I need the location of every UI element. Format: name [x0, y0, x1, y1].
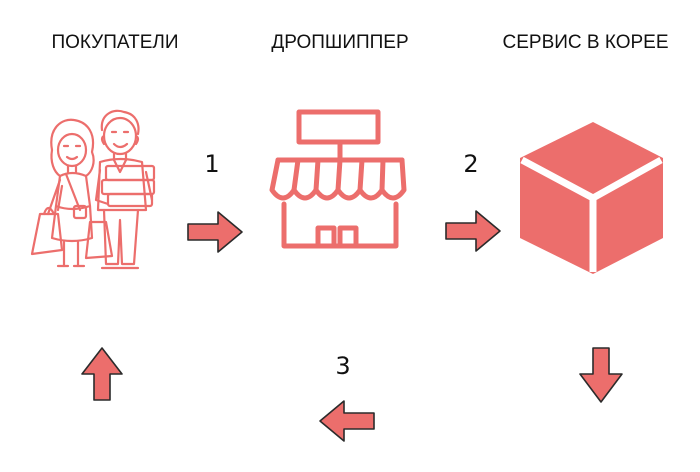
storefront-icon [269, 109, 407, 249]
arrow-left-3-icon [319, 400, 375, 442]
shoppers-couple-icon [30, 109, 156, 270]
service-label: СЕРВИС В КОРЕЕ [502, 32, 669, 53]
arrow-up-icon [81, 347, 123, 401]
step-number-2: 2 [463, 150, 479, 178]
arrow-down-icon [579, 347, 623, 403]
arrow-right-1-icon [187, 211, 243, 253]
step-number-3: 3 [335, 352, 351, 380]
dropshipper-label: ДРОПШИППЕР [271, 32, 409, 53]
buyers-label: ПОКУПАТЕЛИ [51, 32, 179, 53]
arrow-right-2-icon [445, 210, 501, 252]
box-cube-icon [520, 122, 663, 274]
step-number-1: 1 [204, 150, 220, 178]
